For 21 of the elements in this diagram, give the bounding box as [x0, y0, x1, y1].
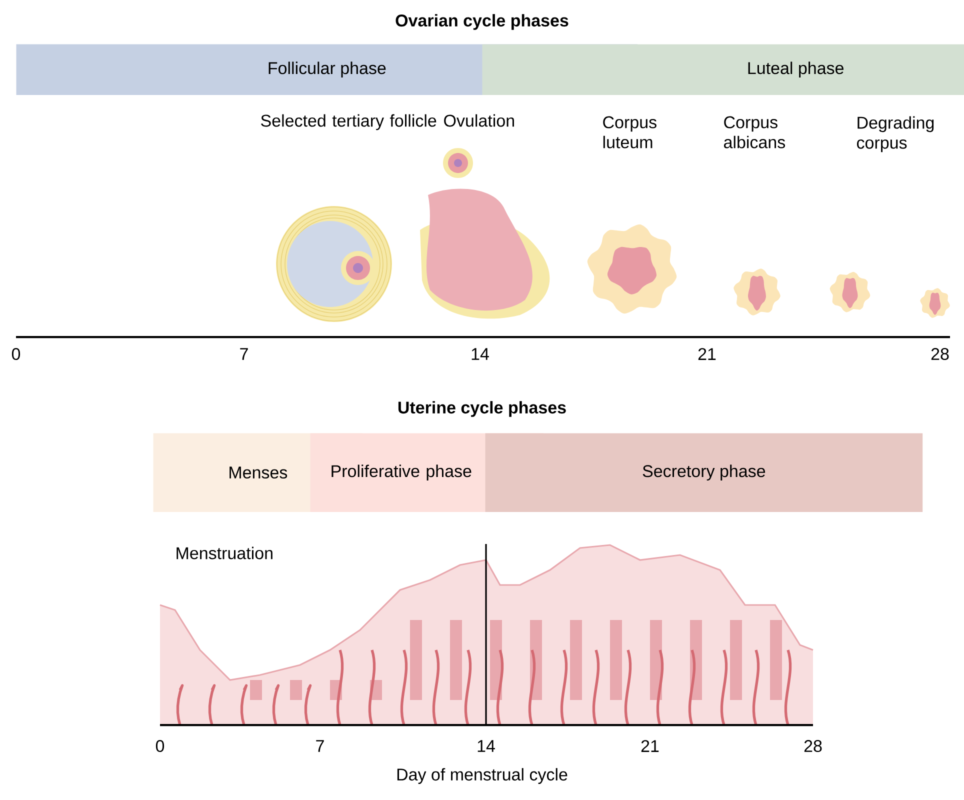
- section-heading: Uterine cycle phases: [398, 401, 566, 417]
- tick-label: 21: [641, 740, 659, 752]
- section-heading: Ovarian cycle phases: [396, 14, 568, 30]
- tick-label: 28: [804, 740, 822, 752]
- stage-caption: Corpus albicans: [724, 116, 786, 148]
- stage-caption: Selected tertiary follicle: [261, 114, 436, 130]
- tick-label: 7: [240, 348, 248, 360]
- stage-caption: Ovulation: [444, 114, 514, 127]
- tick-label: 7: [316, 740, 324, 752]
- phase-band: Secretory phase: [485, 433, 923, 512]
- axis-title: Day of menstrual cycle: [397, 768, 568, 784]
- tick-label: 14: [472, 348, 489, 360]
- phase-band: Luteal phase: [482, 44, 964, 95]
- tick-label: 14: [478, 740, 495, 752]
- tick-label: 28: [931, 348, 949, 360]
- stage-caption: Degrading corpus: [857, 116, 934, 152]
- stage-caption: Corpus luteum: [603, 116, 656, 148]
- annotation-text: Menstruation: [176, 546, 272, 560]
- tick-label: 0: [12, 348, 20, 360]
- tick-label: 21: [698, 348, 716, 360]
- tick-label: 0: [156, 740, 164, 752]
